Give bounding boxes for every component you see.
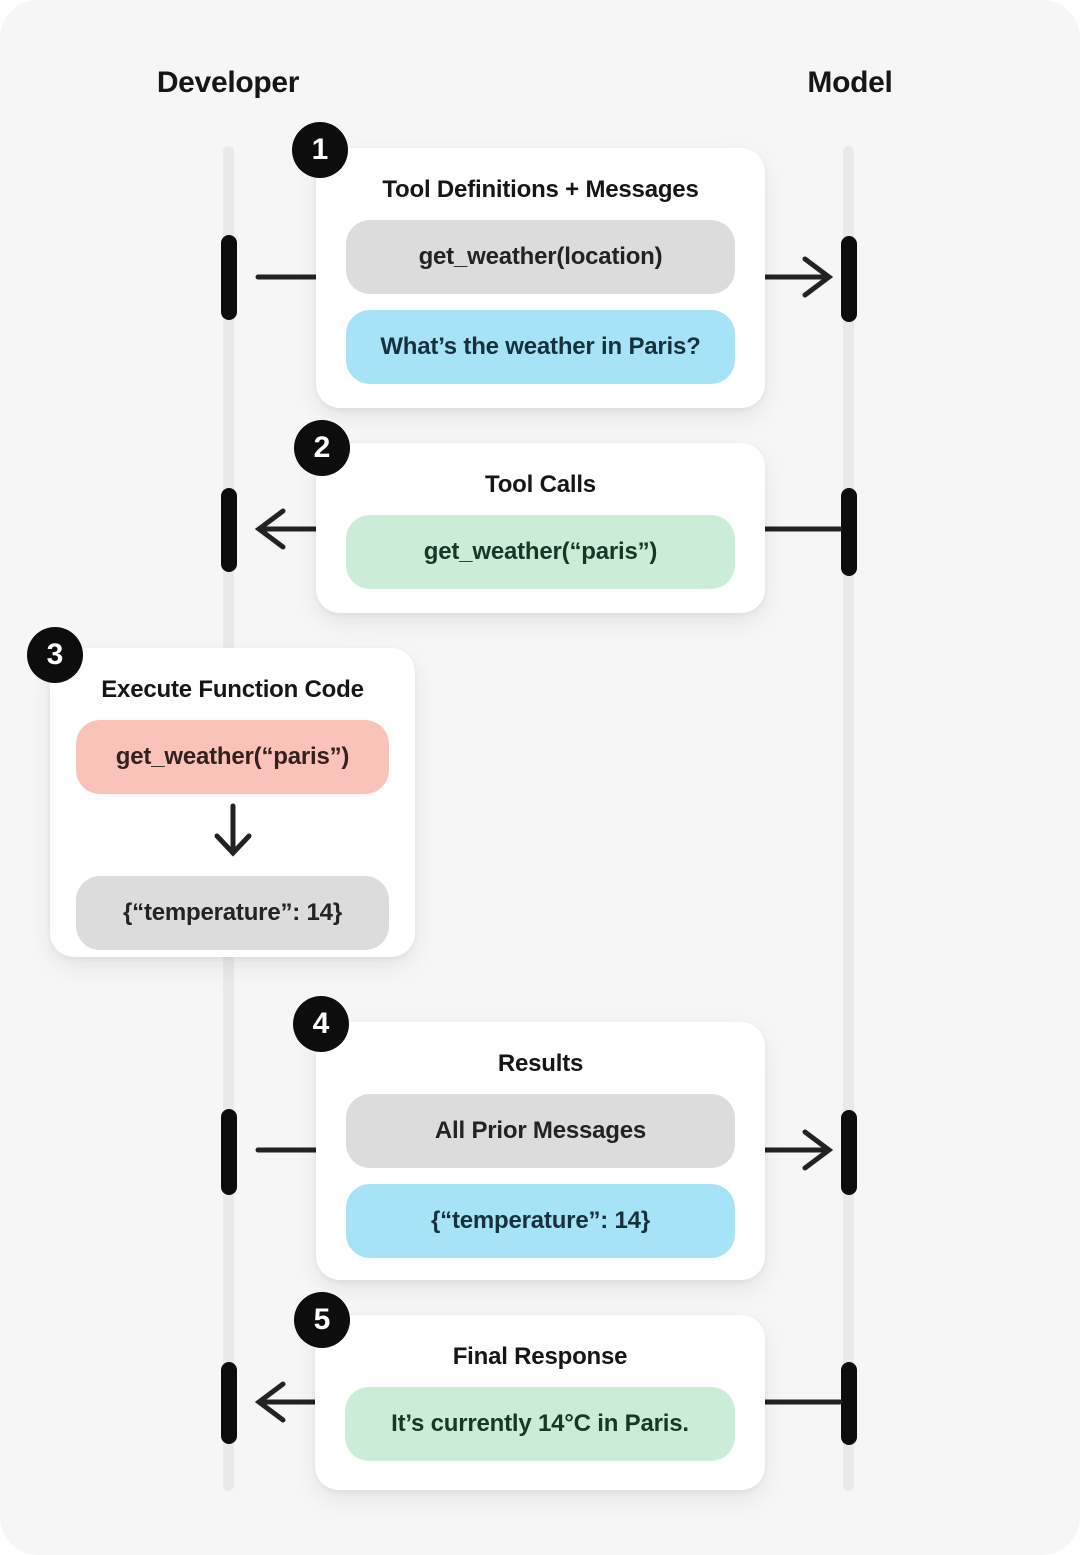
down-arrow-icon [214, 803, 251, 857]
step3-title: Execute Function Code [101, 676, 364, 703]
step5-card: Final Response It’s currently 14°C in Pa… [315, 1315, 765, 1490]
step4-title: Results [497, 1050, 584, 1077]
step2-number-badge: 2 [294, 420, 350, 476]
model-activation-bar-step4 [841, 1110, 857, 1195]
step2-pill-tool-call: get_weather(“paris”) [346, 515, 735, 589]
step3-number-badge: 3 [27, 627, 83, 683]
step4-pill-prior-messages: All Prior Messages [346, 1094, 735, 1168]
model-activation-bar-step5 [841, 1362, 857, 1445]
developer-lane-header: Developer [156, 66, 300, 99]
model-activation-bar-step2 [841, 488, 857, 576]
developer-activation-bar-step5 [221, 1362, 237, 1444]
step1-pill-user-message: What’s the weather in Paris? [346, 310, 735, 384]
step5-pill-final-answer: It’s currently 14°C in Paris. [345, 1387, 735, 1461]
step2-title: Tool Calls [485, 471, 596, 498]
model-activation-bar-step1 [841, 236, 857, 322]
developer-activation-bar-step2 [221, 488, 237, 572]
step4-number-badge: 4 [293, 996, 349, 1052]
step4-pill-tool-result: {“temperature”: 14} [346, 1184, 735, 1258]
step3-pill-function-call: get_weather(“paris”) [76, 720, 389, 794]
step5-number-badge: 5 [294, 1292, 350, 1348]
model-lifeline [843, 146, 854, 1491]
step1-title: Tool Definitions + Messages [382, 176, 699, 203]
step2-card: Tool Calls get_weather(“paris”) [316, 443, 765, 613]
step1-card: Tool Definitions + Messages get_weather(… [316, 148, 765, 408]
step3-pill-function-result: {“temperature”: 14} [76, 876, 389, 950]
step4-card: Results All Prior Messages {“temperature… [316, 1022, 765, 1280]
step1-pill-tool-definition: get_weather(location) [346, 220, 735, 294]
model-lane-header: Model [807, 66, 893, 99]
developer-activation-bar-step4 [221, 1109, 237, 1195]
step5-title: Final Response [452, 1343, 628, 1370]
developer-activation-bar-step1 [221, 235, 237, 320]
step3-card: Execute Function Code get_weather(“paris… [50, 648, 415, 957]
step1-number-badge: 1 [292, 122, 348, 178]
